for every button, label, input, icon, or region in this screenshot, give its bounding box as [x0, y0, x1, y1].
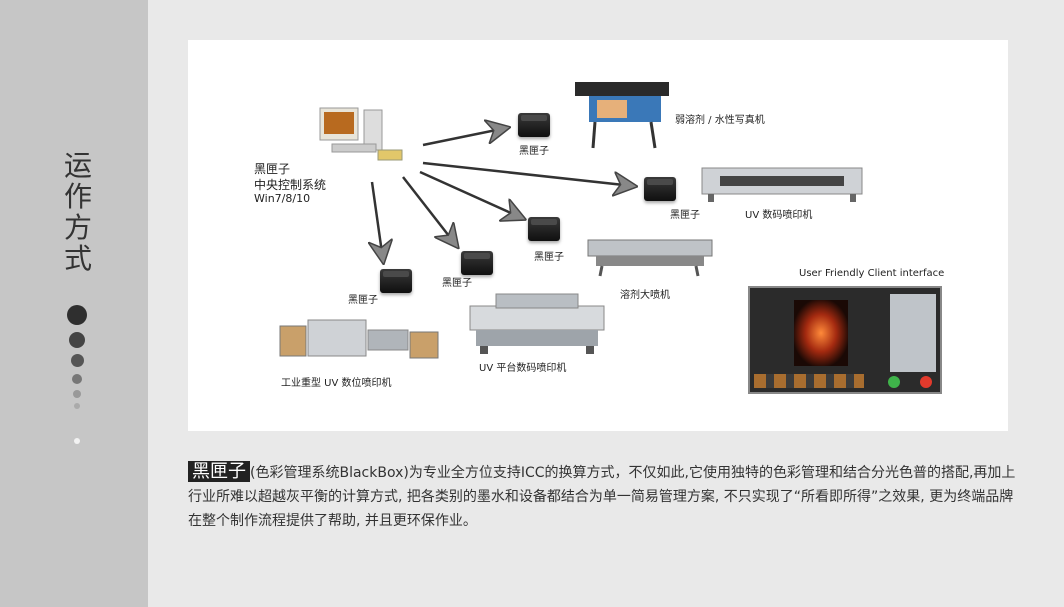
device-label-uv-digital: UV 数码喷印机 [745, 210, 813, 221]
arrow-to-uv-flatbed [402, 176, 456, 245]
device-label-weak-solvent: 弱溶剂 / 水性写真机 [675, 115, 765, 126]
computer-icon [319, 107, 403, 161]
pager-dot-4[interactable] [72, 374, 82, 384]
sidebar-title-char: 运 [63, 149, 92, 182]
device-label-industrial: 工业重型 UV 数位喷印机 [281, 378, 392, 389]
arrow-to-weak-solvent [422, 128, 506, 147]
uv-roll-printer-icon [701, 167, 863, 202]
connection-arrows [188, 40, 1008, 431]
confirm-icon [888, 376, 900, 388]
pager-dot-6[interactable] [74, 403, 80, 409]
description-paragraph: 黑匣子(色彩管理系统BlackBox)为专业全方位支持ICC的换算方式，不仅如此… [188, 460, 1018, 533]
sidebar-title: 运 作 方 式 [63, 150, 93, 274]
blackbox-label: 黑匣子 [519, 146, 549, 157]
brand-label: 黑匣子 [188, 461, 250, 482]
blackbox-label: 黑匣子 [534, 252, 564, 263]
sidebar-title-char: 式 [63, 242, 92, 275]
device-label-uv-flatbed: UV 平台数码喷印机 [479, 363, 567, 374]
blackbox-icon [518, 113, 550, 137]
pager-dot-2[interactable] [69, 332, 85, 348]
blackbox-icon [528, 217, 560, 241]
blackbox-label: 黑匣子 [348, 295, 378, 306]
diagram-panel: 黑匣子 中央控制系统 Win7/8/10 黑匣子 黑匣子 黑匣子 黑匣子 黑匣子… [188, 40, 1008, 431]
blackbox-label: 黑匣子 [670, 210, 700, 221]
blackbox-icon [380, 269, 412, 293]
sidebar: 运 作 方 式 [0, 0, 148, 607]
arrow-to-solvent [419, 170, 522, 218]
sidebar-title-char: 作 [63, 180, 92, 213]
flame-guitar-image [794, 300, 848, 366]
cancel-icon [920, 376, 932, 388]
uv-flatbed-printer-icon [469, 293, 605, 354]
arrow-to-uv-digital [422, 161, 633, 186]
description-text: (色彩管理系统BlackBox)为专业全方位支持ICC的换算方式，不仅如此,它使… [188, 465, 1016, 529]
pager-dot-3[interactable] [71, 354, 84, 367]
center-label-1: 黑匣子 [254, 162, 291, 176]
settings-panel [890, 294, 936, 372]
thumbnail-strip [754, 374, 864, 388]
blackbox-label: 黑匣子 [442, 278, 472, 289]
pager-dot-5[interactable] [73, 390, 81, 398]
center-label-2: 中央控制系统 [254, 178, 327, 192]
pager-dot-7[interactable] [74, 438, 80, 444]
arrow-to-industrial [372, 181, 383, 260]
blackbox-icon [644, 177, 676, 201]
pager-dot-1[interactable] [67, 305, 87, 325]
solvent-printer-icon [587, 239, 713, 277]
client-interface-screenshot [748, 286, 942, 394]
client-interface-label: User Friendly Client interface [799, 268, 945, 279]
sidebar-title-char: 方 [63, 211, 92, 244]
device-label-solvent: 溶剂大喷机 [620, 290, 670, 301]
wide-format-printer-icon [575, 82, 669, 149]
blackbox-icon [461, 251, 493, 275]
industrial-uv-printer-icon [279, 319, 439, 359]
center-label-3: Win7/8/10 [254, 192, 311, 205]
